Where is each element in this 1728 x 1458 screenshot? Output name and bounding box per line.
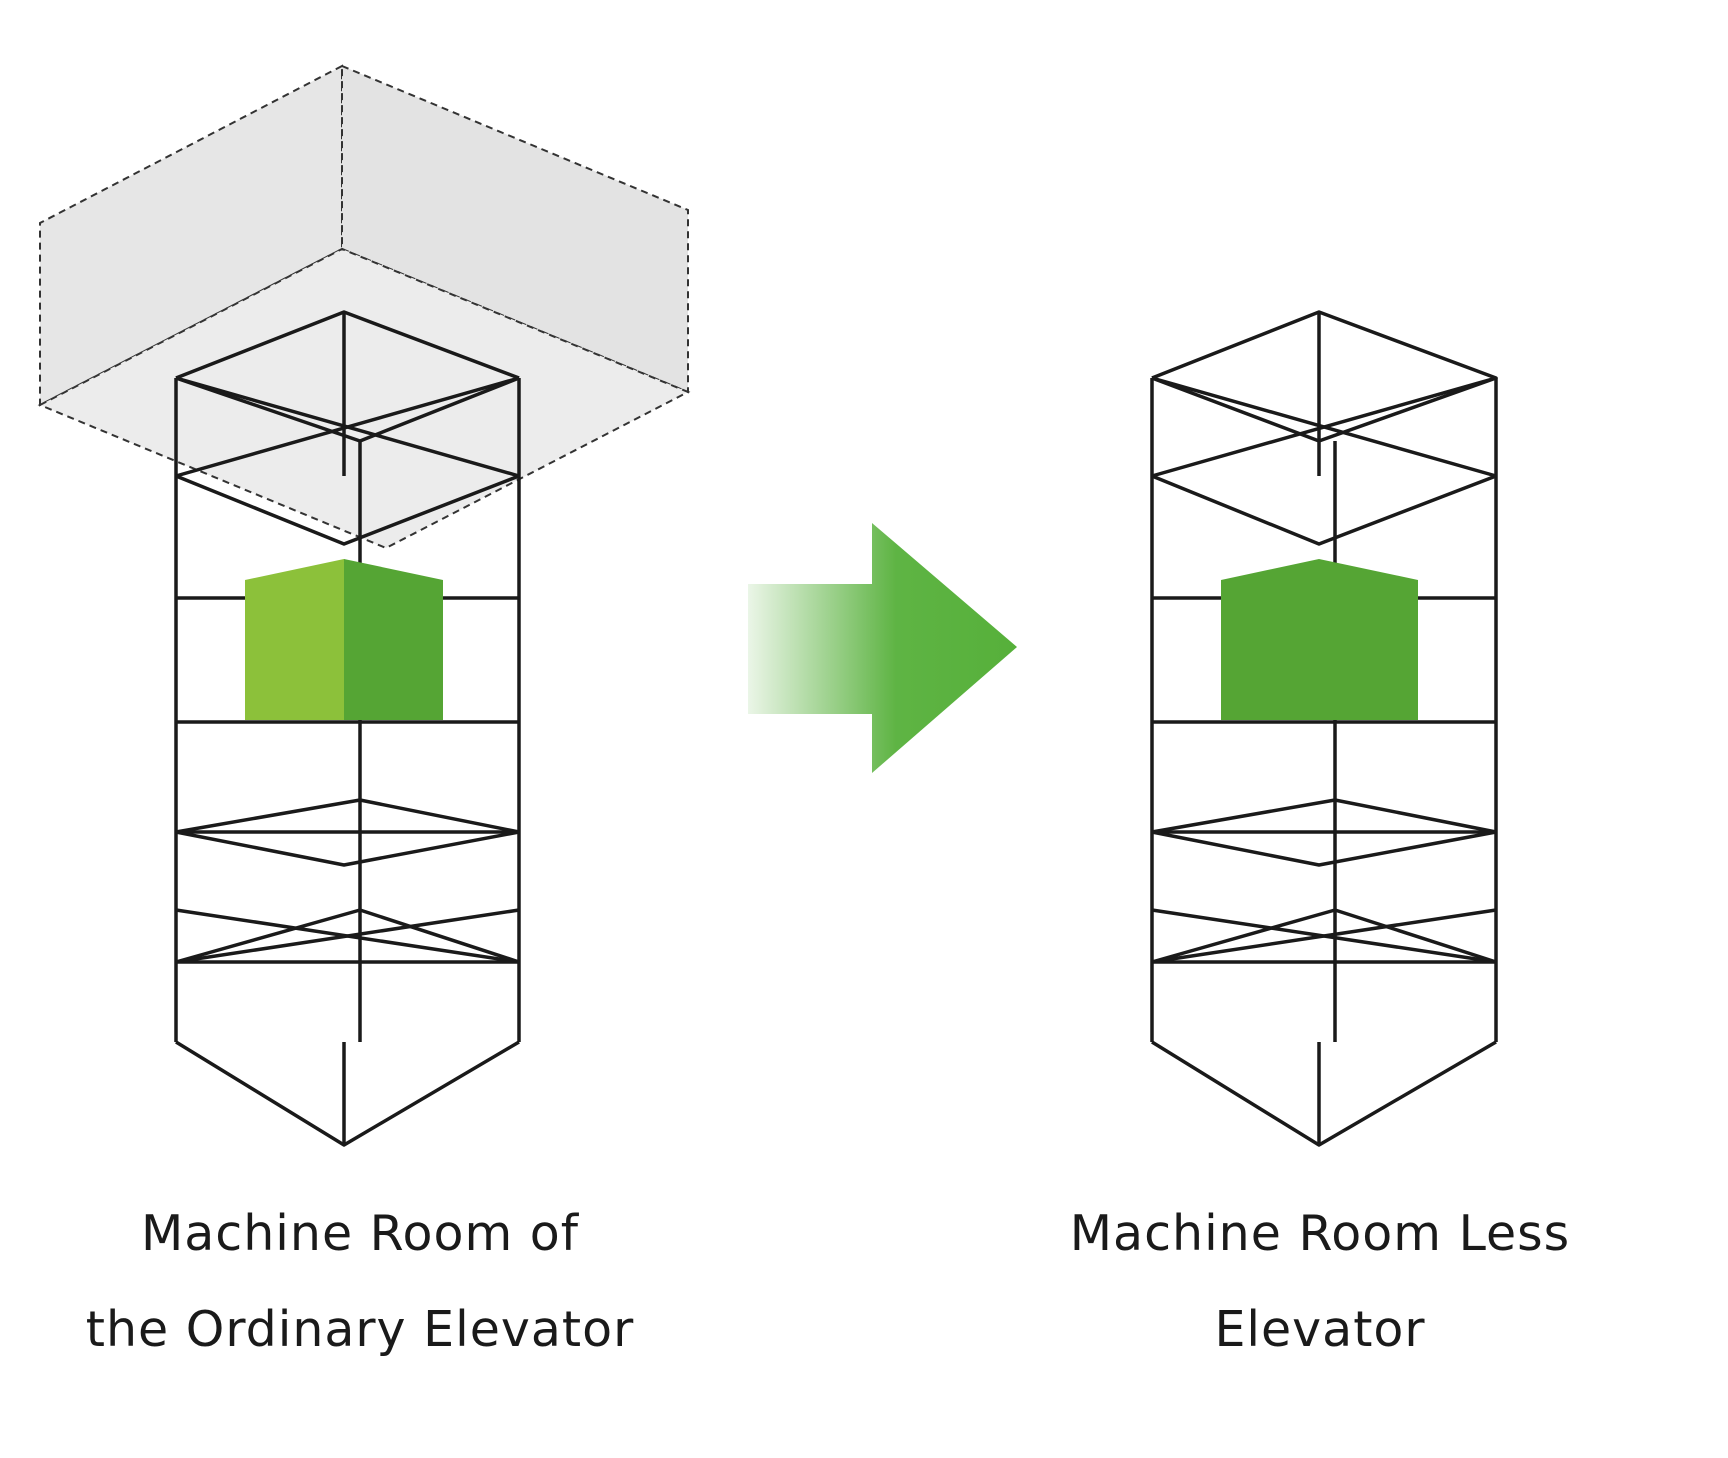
caption-mrl-line-2: Elevator (1214, 1301, 1426, 1358)
elevator-shaft-ordinary (174, 310, 521, 1147)
elevator-car-ordinary (245, 559, 443, 720)
caption-ordinary-line-1: Machine Room of (140, 1205, 580, 1262)
caption-ordinary-elevator: Machine Room of the Ordinary Elevator (60, 1186, 660, 1378)
elevator-shaft-machine-room-less (1150, 310, 1498, 1147)
caption-mrl-line-1: Machine Room Less (1069, 1205, 1571, 1262)
machine-room-box (37, 64, 691, 550)
elevator-car-machine-room-less (1221, 559, 1418, 720)
transition-arrow (748, 523, 1017, 773)
caption-machine-room-less-elevator: Machine Room Less Elevator (1020, 1186, 1620, 1378)
caption-ordinary-line-2: the Ordinary Elevator (85, 1301, 635, 1358)
